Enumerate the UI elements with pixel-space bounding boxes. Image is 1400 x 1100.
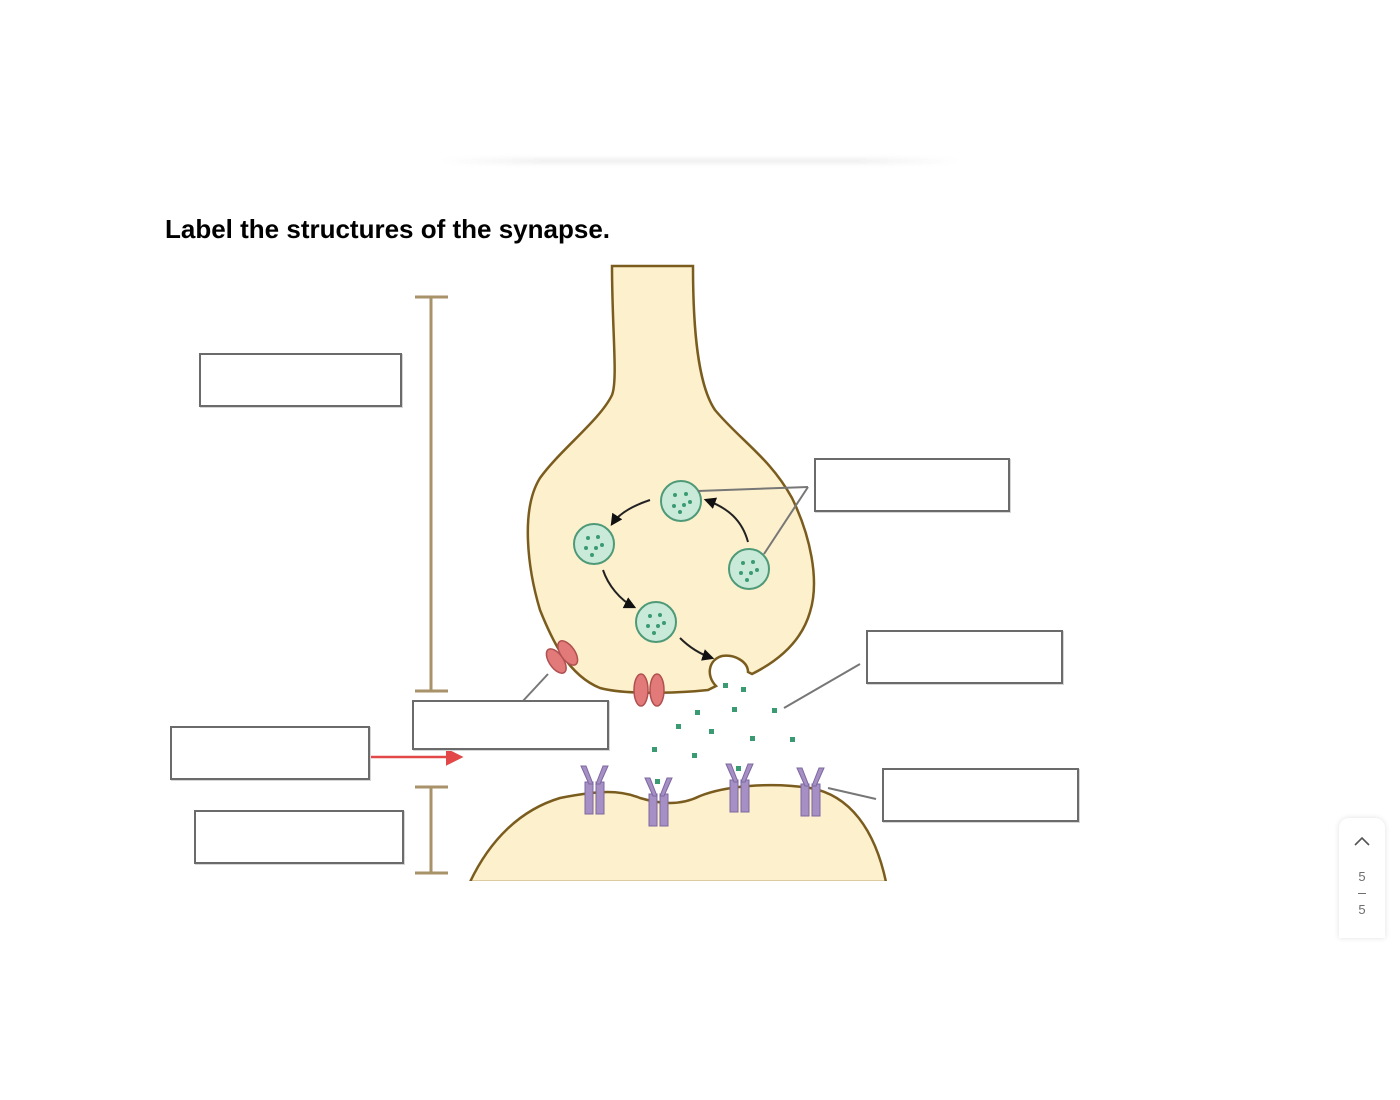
postsynaptic-neuron-box[interactable] (194, 810, 404, 864)
presynaptic-neuron-box[interactable] (199, 353, 402, 407)
question-title: Label the structures of the synapse. (165, 214, 611, 244)
receptor (725, 763, 754, 813)
header-shadow (440, 158, 960, 164)
synaptic-cleft-box[interactable] (170, 726, 370, 780)
ion-channel-box[interactable] (412, 700, 609, 750)
postsynaptic-membrane (468, 783, 888, 884)
ion-channel (545, 640, 579, 674)
receptor (796, 767, 825, 817)
neurotransmitters (652, 683, 795, 784)
page-separator (1358, 893, 1366, 894)
current-page-number: 5 (1358, 869, 1366, 884)
vesicle (635, 601, 677, 643)
synaptic-vesicles-box[interactable] (814, 458, 1010, 512)
page-navigator: 5 5 (1339, 818, 1385, 938)
presynaptic-bracket (415, 295, 448, 693)
receptors-box[interactable] (882, 768, 1079, 822)
ion-channels (545, 640, 665, 707)
chevron-up-icon[interactable] (1352, 832, 1372, 850)
neurotransmitter-box[interactable] (866, 630, 1063, 684)
receptor (580, 765, 609, 815)
total-pages-number: 5 (1358, 902, 1366, 917)
postsynaptic-bracket (415, 785, 448, 875)
vesicle (573, 523, 615, 565)
receptors (580, 763, 825, 827)
recycling-arrows (602, 497, 749, 661)
arrow-2 (703, 497, 749, 543)
vesicle (660, 480, 702, 522)
receptor (644, 777, 673, 827)
vesicle (728, 548, 770, 590)
synaptic-vesicles (573, 480, 770, 643)
ion-channel (633, 673, 665, 707)
arrow-3 (602, 569, 637, 609)
leader-lines (521, 486, 877, 800)
arrow-1 (610, 499, 651, 526)
arrow-4 (679, 637, 715, 661)
